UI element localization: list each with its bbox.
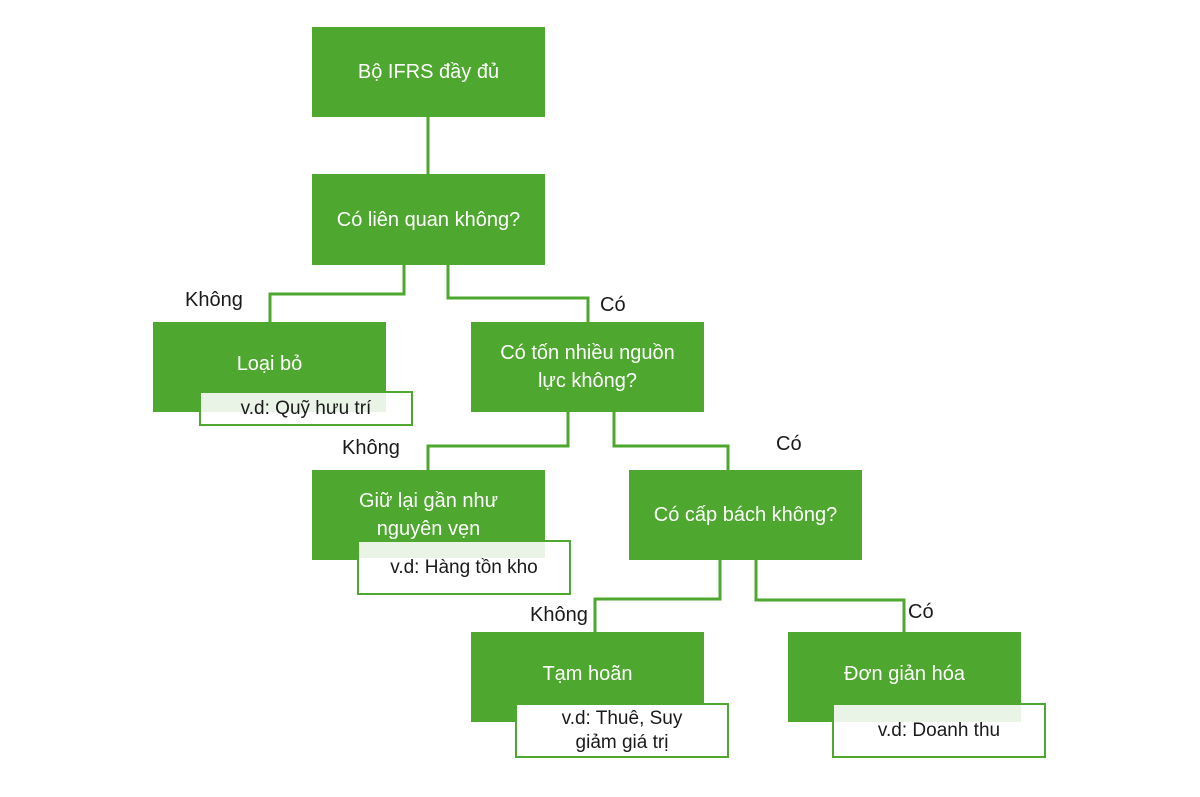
node-resources-question-line2: lực không? xyxy=(537,370,637,392)
edge-urgent-simplify xyxy=(754,560,906,632)
node-urgent-question-label: Có cấp bách không? xyxy=(653,504,838,526)
example-strip-remove xyxy=(200,393,386,412)
node-remove-label: Loại bỏ xyxy=(236,353,303,375)
edge-relevant-resources xyxy=(446,265,590,322)
example-defer-line2: giảm giá trị xyxy=(575,731,669,753)
edge-label-resources-no: Không xyxy=(342,437,400,459)
edge-label-relevant-no: Không xyxy=(185,289,243,311)
example-remove-text: v.d: Quỹ hưu trí xyxy=(240,397,372,419)
edge-resources-urgent xyxy=(612,412,730,470)
edge-label-urgent-no: Không xyxy=(530,604,588,626)
edge-relevant-remove xyxy=(268,265,406,322)
node-resources-question: Có tốn nhiều nguồn lực không? xyxy=(471,322,704,412)
edge-label-urgent-yes: Có xyxy=(908,601,934,623)
example-defer: v.d: Thuê, Suy giảm giá trị xyxy=(515,703,729,758)
node-relevant-question: Có liên quan không? xyxy=(312,174,545,265)
example-remove: v.d: Quỹ hưu trí xyxy=(199,391,413,426)
edge-label-relevant-yes: Có xyxy=(600,294,626,316)
node-urgent-question: Có cấp bách không? xyxy=(629,470,862,560)
node-defer-label: Tạm hoãn xyxy=(542,663,633,685)
node-keep-intact-line2: nguyên vẹn xyxy=(376,518,481,540)
node-resources-question-line1: Có tốn nhiều nguồn xyxy=(500,342,675,364)
node-full-ifrs: Bộ IFRS đầy đủ xyxy=(312,27,545,117)
edge-urgent-defer xyxy=(593,560,722,632)
example-keep-text: v.d: Hàng tồn kho xyxy=(390,556,538,578)
example-defer-line1: v.d: Thuê, Suy xyxy=(561,707,683,729)
node-relevant-question-label: Có liên quan không? xyxy=(336,208,521,231)
edge-resources-keep xyxy=(426,412,570,470)
node-keep-intact-line1: Giữ lại gần như xyxy=(358,490,499,512)
node-full-ifrs-label: Bộ IFRS đầy đủ xyxy=(357,61,500,83)
edge-label-resources-yes: Có xyxy=(776,433,802,455)
example-strip-keep xyxy=(359,542,545,558)
example-simplify-text: v.d: Doanh thu xyxy=(877,719,1001,741)
example-strip-simplify xyxy=(834,705,1021,722)
node-simplify-label: Đơn giản hóa xyxy=(844,663,965,685)
